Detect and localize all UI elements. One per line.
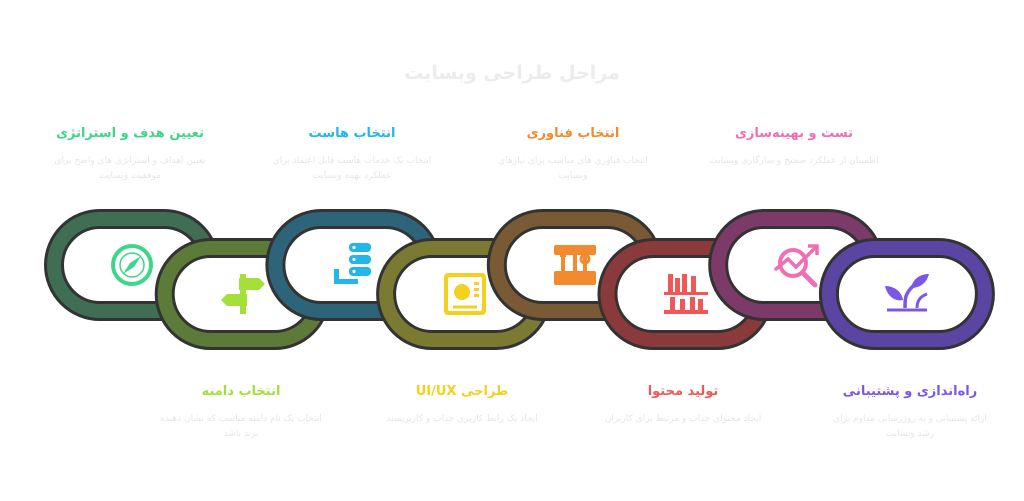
step-desc-3: انتخاب یک خدمات هاست قابل اعتماد برای عم… bbox=[272, 156, 432, 181]
chain-link-8 bbox=[821, 241, 992, 347]
step-desc-7: اطمینان از عملکرد صحیح و سازگاری وبسایت bbox=[709, 156, 879, 166]
step-title-4: طراحی UI/UX bbox=[415, 384, 509, 399]
step-title-7: تست و بهینه‌سازی bbox=[734, 126, 854, 141]
step-title-2: انتخاب دامنه bbox=[201, 384, 281, 399]
step-title-3: انتخاب هاست bbox=[308, 126, 396, 141]
signpost-icon bbox=[221, 274, 265, 314]
step-desc-4: ایجاد یک رابط کاربری جذاب و کاربرپسند bbox=[386, 414, 538, 424]
step-desc-2: انتخاب یک نام دامنه مناسب که نشان دهنده … bbox=[160, 414, 322, 439]
step-desc-8: ارائه پشتیبانی و به روزرسانی مداوم برای … bbox=[833, 414, 987, 439]
toolbox-icon bbox=[554, 245, 596, 285]
step-title-5: انتخاب فناوری bbox=[526, 126, 620, 141]
step-title-6: تولید محتوا bbox=[647, 384, 719, 399]
step-desc-5: انتخاب فناوری های مناسب برای نیازهای وبس… bbox=[498, 156, 648, 181]
analytics-icon bbox=[774, 244, 819, 288]
plant-growth-icon bbox=[885, 274, 929, 312]
design-tools-icon bbox=[444, 273, 486, 315]
step-title-1: تعیین هدف و استراتژی bbox=[56, 126, 204, 141]
step-desc-6: ایجاد محتوای جذاب و مرتبط برای کاربران bbox=[604, 414, 762, 424]
step-title-8: راه‌اندازی و پشتیبانی bbox=[842, 384, 978, 399]
step-desc-1: تعیین اهداف و استراتژی های واضح برای موف… bbox=[54, 156, 206, 181]
server-icon bbox=[334, 243, 371, 284]
bookshelf-icon bbox=[664, 274, 708, 314]
compass-icon bbox=[111, 244, 153, 286]
diagram-title: مراحل طراحی وبسایت bbox=[404, 62, 620, 84]
